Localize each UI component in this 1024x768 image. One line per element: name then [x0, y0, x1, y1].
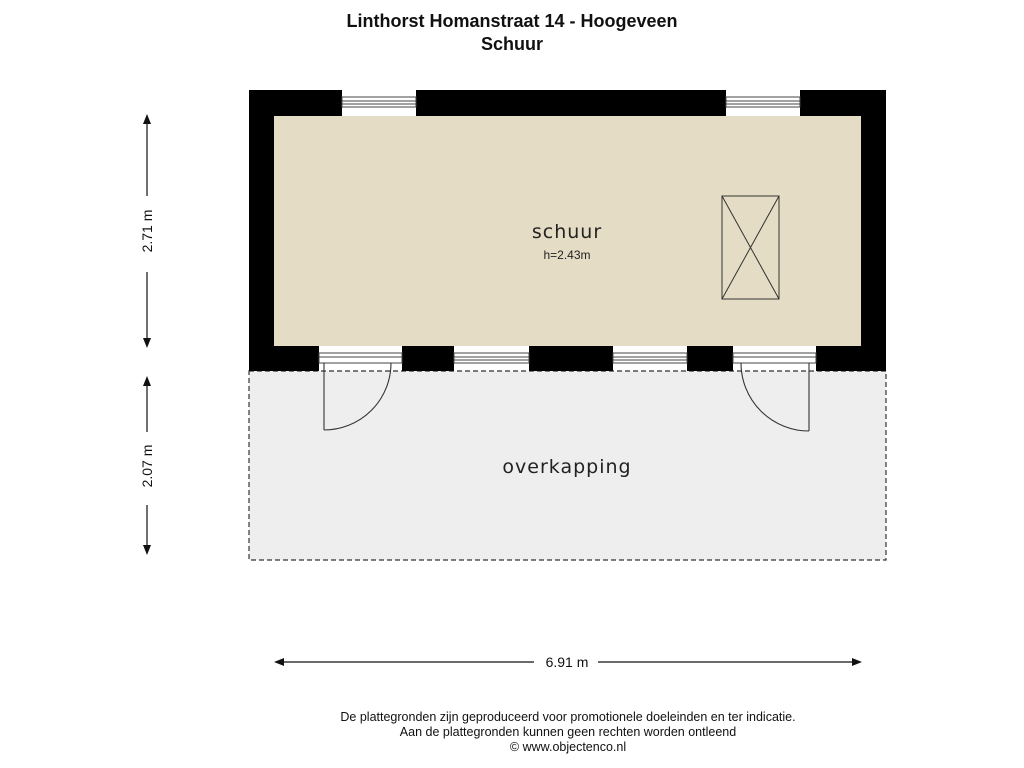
window-bottom-2 [612, 352, 688, 364]
door-frame-left [318, 352, 403, 364]
wall-bottom-left [249, 346, 319, 371]
plan-subtitle: Schuur [480, 34, 543, 54]
wall-top-middle [416, 90, 726, 116]
wall-bottom-pier-2 [529, 346, 613, 371]
window-top-right [725, 96, 801, 108]
window-bottom-1 [453, 352, 530, 364]
wall-left [249, 90, 274, 371]
wall-bottom-right [816, 346, 886, 371]
wall-top-left [249, 90, 342, 116]
room-label-schuur: schuur [532, 221, 602, 243]
door-left [323, 362, 392, 431]
dimension-vertical-bottom [143, 376, 151, 555]
schuur-floor [274, 116, 861, 346]
wall-bottom-pier-3 [687, 346, 733, 371]
overkapping-area [248, 370, 887, 561]
wall-bottom-pier-1 [402, 346, 454, 371]
room-label-overkapping: overkapping [502, 456, 631, 478]
disclaimer-line-2: Aan de plattegronden kunnen geen rechten… [399, 725, 737, 739]
plan-title: Linthorst Homanstraat 14 - Hoogeveen [346, 11, 678, 31]
window-top-left [341, 96, 417, 108]
copyright-line: © www.objectenco.nl [509, 740, 627, 754]
wall-top-right [800, 90, 886, 116]
wall-right [861, 90, 886, 371]
dimension-label-vertical-top: 2.71 m [139, 210, 155, 253]
room-height-schuur: h=2.43m [543, 248, 590, 262]
door-frame-right [732, 352, 817, 364]
dimension-horizontal [274, 658, 862, 666]
dimension-vertical-top [143, 114, 151, 348]
door-right [740, 362, 810, 432]
dimension-label-vertical-bottom: 2.07 m [139, 445, 155, 488]
crossed-box-element [721, 195, 780, 300]
disclaimer-line-1: De plattegronden zijn geproduceerd voor … [340, 710, 796, 724]
walls [249, 90, 886, 371]
dimension-label-horizontal: 6.91 m [546, 654, 589, 670]
